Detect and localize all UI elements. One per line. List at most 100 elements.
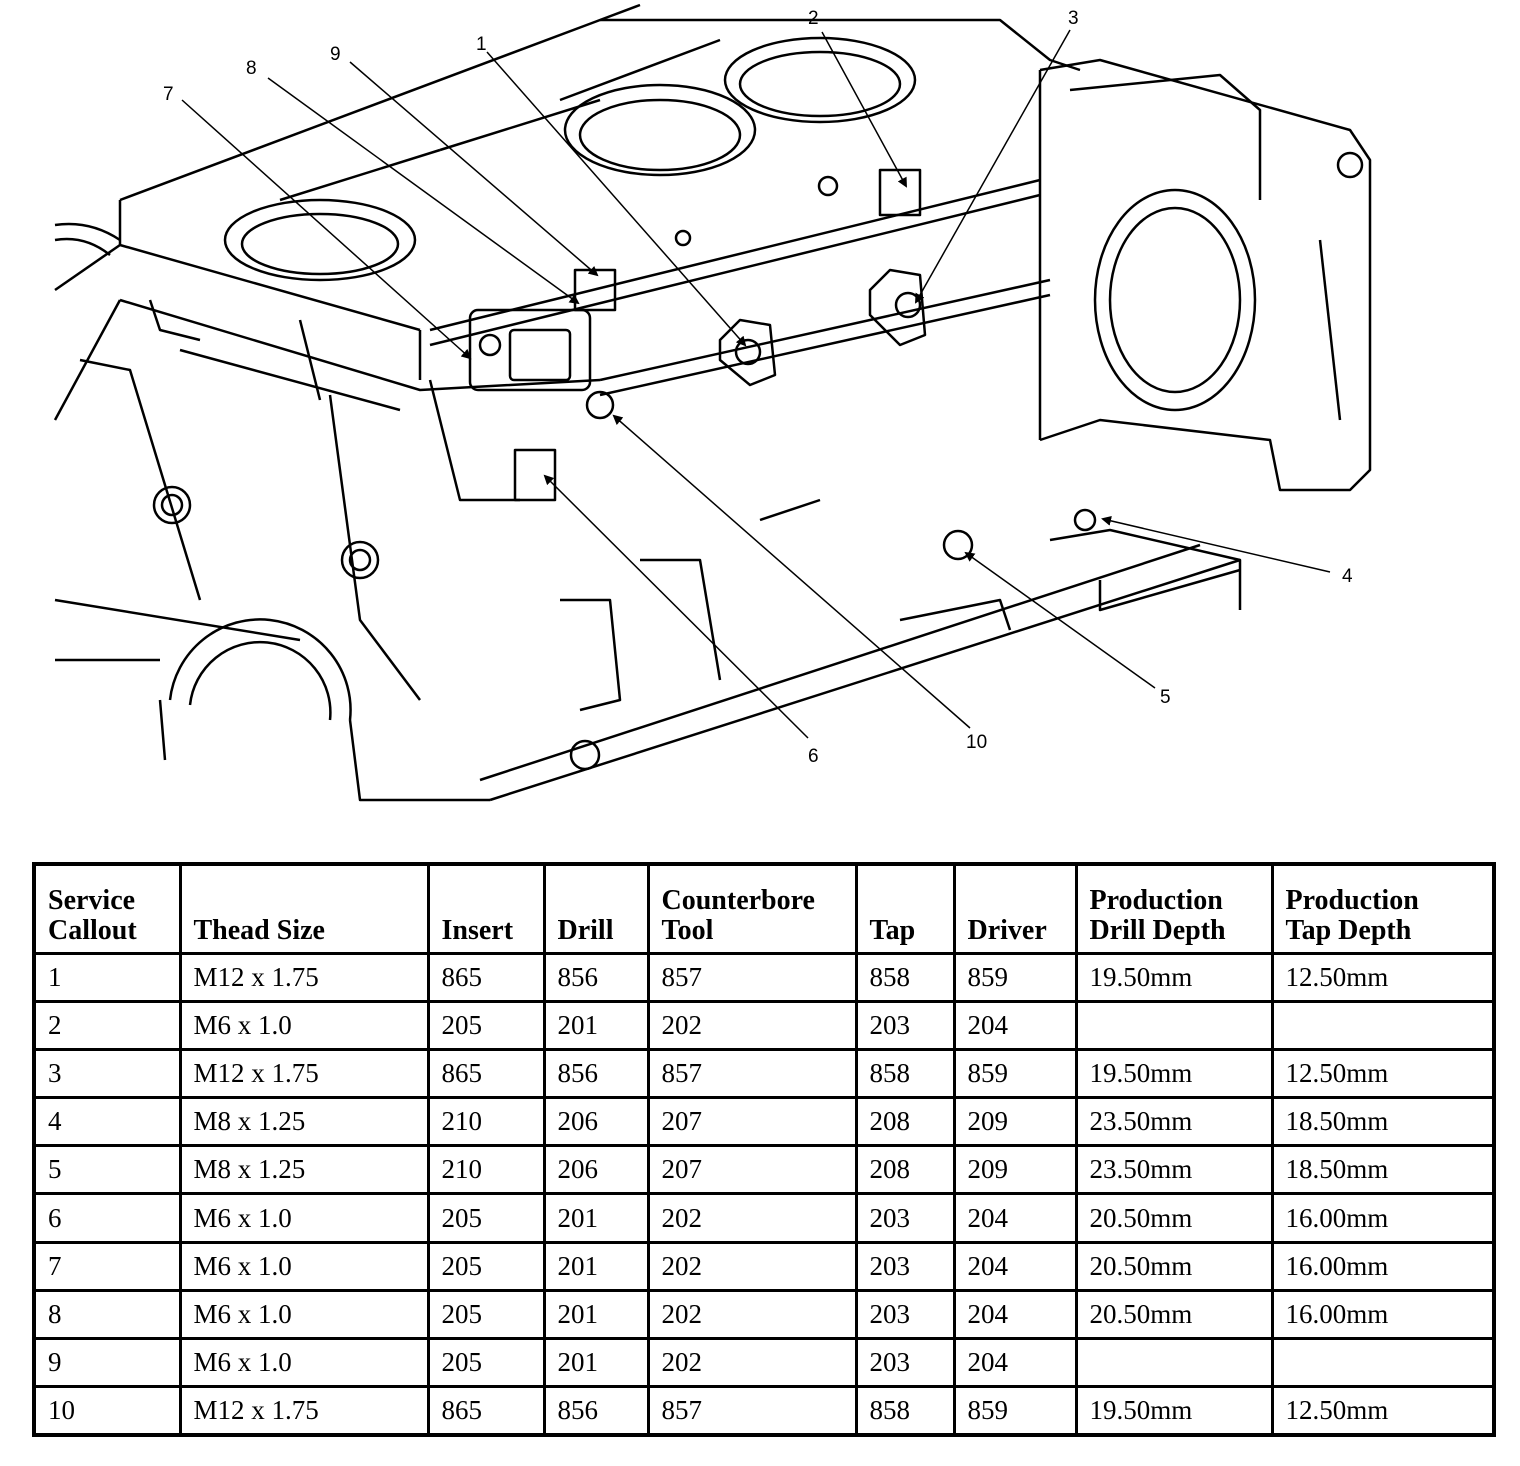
cell-counterbore: 202: [646, 1240, 858, 1292]
header-tap: Tap: [854, 862, 956, 955]
cell-drill-depth: [1074, 1336, 1274, 1388]
cell-thread: M6 x 1.0: [178, 1000, 430, 1052]
cell-tap-depth: 12.50mm: [1270, 1384, 1496, 1437]
cell-tap-depth: 16.00mm: [1270, 1192, 1496, 1244]
cell-counterbore: 202: [646, 1192, 858, 1244]
cell-driver: 859: [952, 1384, 1078, 1437]
callout-labels: 1 2 3 4 5 6 7 8 9 10: [163, 8, 1353, 767]
cell-callout: 3: [32, 1048, 182, 1100]
cell-drill: 206: [542, 1096, 650, 1148]
cell-thread: M6 x 1.0: [178, 1240, 430, 1292]
cell-tap: 208: [854, 1096, 956, 1148]
cell-insert: 210: [426, 1144, 546, 1196]
cell-driver: 204: [952, 1000, 1078, 1052]
cell-driver: 209: [952, 1096, 1078, 1148]
cell-driver: 204: [952, 1192, 1078, 1244]
cell-tap: 858: [854, 1384, 956, 1437]
cell-tap-depth: 18.50mm: [1270, 1096, 1496, 1148]
cell-counterbore: 857: [646, 1048, 858, 1100]
cell-insert: 205: [426, 1336, 546, 1388]
cell-thread: M8 x 1.25: [178, 1144, 430, 1196]
cell-tap: 203: [854, 1288, 956, 1340]
cell-drill: 201: [542, 1000, 650, 1052]
cell-counterbore: 202: [646, 1000, 858, 1052]
cell-drill: 856: [542, 1384, 650, 1437]
cell-tap: 203: [854, 1336, 956, 1388]
cell-tap: 203: [854, 1192, 956, 1244]
engine-block-drawing: 1 2 3 4 5 6 7 8 9 10: [53, 3, 1372, 802]
callout-label-4: 4: [1342, 566, 1353, 587]
cell-drill-depth: 19.50mm: [1074, 1048, 1274, 1100]
leader-1: [486, 51, 747, 347]
cell-drill-depth: 20.50mm: [1074, 1288, 1274, 1340]
cell-drill-depth: 23.50mm: [1074, 1144, 1274, 1196]
header-drill: Drill: [542, 862, 650, 955]
cell-callout: 4: [32, 1096, 182, 1148]
cell-callout: 7: [32, 1240, 182, 1292]
cell-driver: 204: [952, 1240, 1078, 1292]
cell-tap: 203: [854, 1240, 956, 1292]
cell-driver: 204: [952, 1336, 1078, 1388]
cell-drill: 201: [542, 1240, 650, 1292]
cell-drill-depth: 20.50mm: [1074, 1192, 1274, 1244]
cell-driver: 204: [952, 1288, 1078, 1340]
cell-drill: 201: [542, 1336, 650, 1388]
cell-tap: 858: [854, 1048, 956, 1100]
cell-drill-depth: [1074, 1000, 1274, 1052]
cell-insert: 205: [426, 1192, 546, 1244]
leader-10: [612, 414, 971, 729]
cell-thread: M12 x 1.75: [178, 1048, 430, 1100]
cell-tap-depth: 18.50mm: [1270, 1144, 1496, 1196]
leader-3: [915, 29, 1071, 304]
cell-thread: M6 x 1.0: [178, 1192, 430, 1244]
cell-driver: 209: [952, 1144, 1078, 1196]
cell-drill: 206: [542, 1144, 650, 1196]
cell-driver: 859: [952, 951, 1078, 1004]
cell-tap: 203: [854, 1000, 956, 1052]
cell-drill: 856: [542, 1048, 650, 1100]
cell-drill-depth: 19.50mm: [1074, 951, 1274, 1004]
engine-block-diagram: 1 2 3 4 5 6 7 8 9 10: [53, 3, 1372, 802]
cell-callout: 2: [32, 1000, 182, 1052]
callout-label-5: 5: [1160, 687, 1171, 708]
cell-callout: 8: [32, 1288, 182, 1340]
cell-drill-depth: 19.50mm: [1074, 1384, 1274, 1437]
cell-thread: M8 x 1.25: [178, 1096, 430, 1148]
cell-tap-depth: 16.00mm: [1270, 1288, 1496, 1340]
cell-insert: 865: [426, 1384, 546, 1437]
callout-label-2: 2: [808, 8, 819, 29]
cell-callout: 1: [32, 951, 182, 1004]
cell-counterbore: 202: [646, 1288, 858, 1340]
callout-label-1: 1: [476, 34, 487, 55]
cell-counterbore: 857: [646, 951, 858, 1004]
cell-tap-depth: 16.00mm: [1270, 1240, 1496, 1292]
callout-label-10: 10: [966, 732, 987, 753]
cell-callout: 9: [32, 1336, 182, 1388]
cell-counterbore: 202: [646, 1336, 858, 1388]
callout-label-8: 8: [246, 58, 257, 79]
cell-tap: 208: [854, 1144, 956, 1196]
cell-thread: M6 x 1.0: [178, 1288, 430, 1340]
cell-insert: 205: [426, 1288, 546, 1340]
callout-leaders: [181, 29, 1331, 739]
cell-drill: 201: [542, 1288, 650, 1340]
engine-block-outline: [53, 3, 1372, 802]
callout-label-3: 3: [1068, 8, 1079, 29]
callout-label-7: 7: [163, 84, 174, 105]
cell-callout: 6: [32, 1192, 182, 1244]
cell-thread: M12 x 1.75: [178, 951, 430, 1004]
cell-tap-depth: [1270, 1336, 1496, 1388]
cell-insert: 205: [426, 1240, 546, 1292]
